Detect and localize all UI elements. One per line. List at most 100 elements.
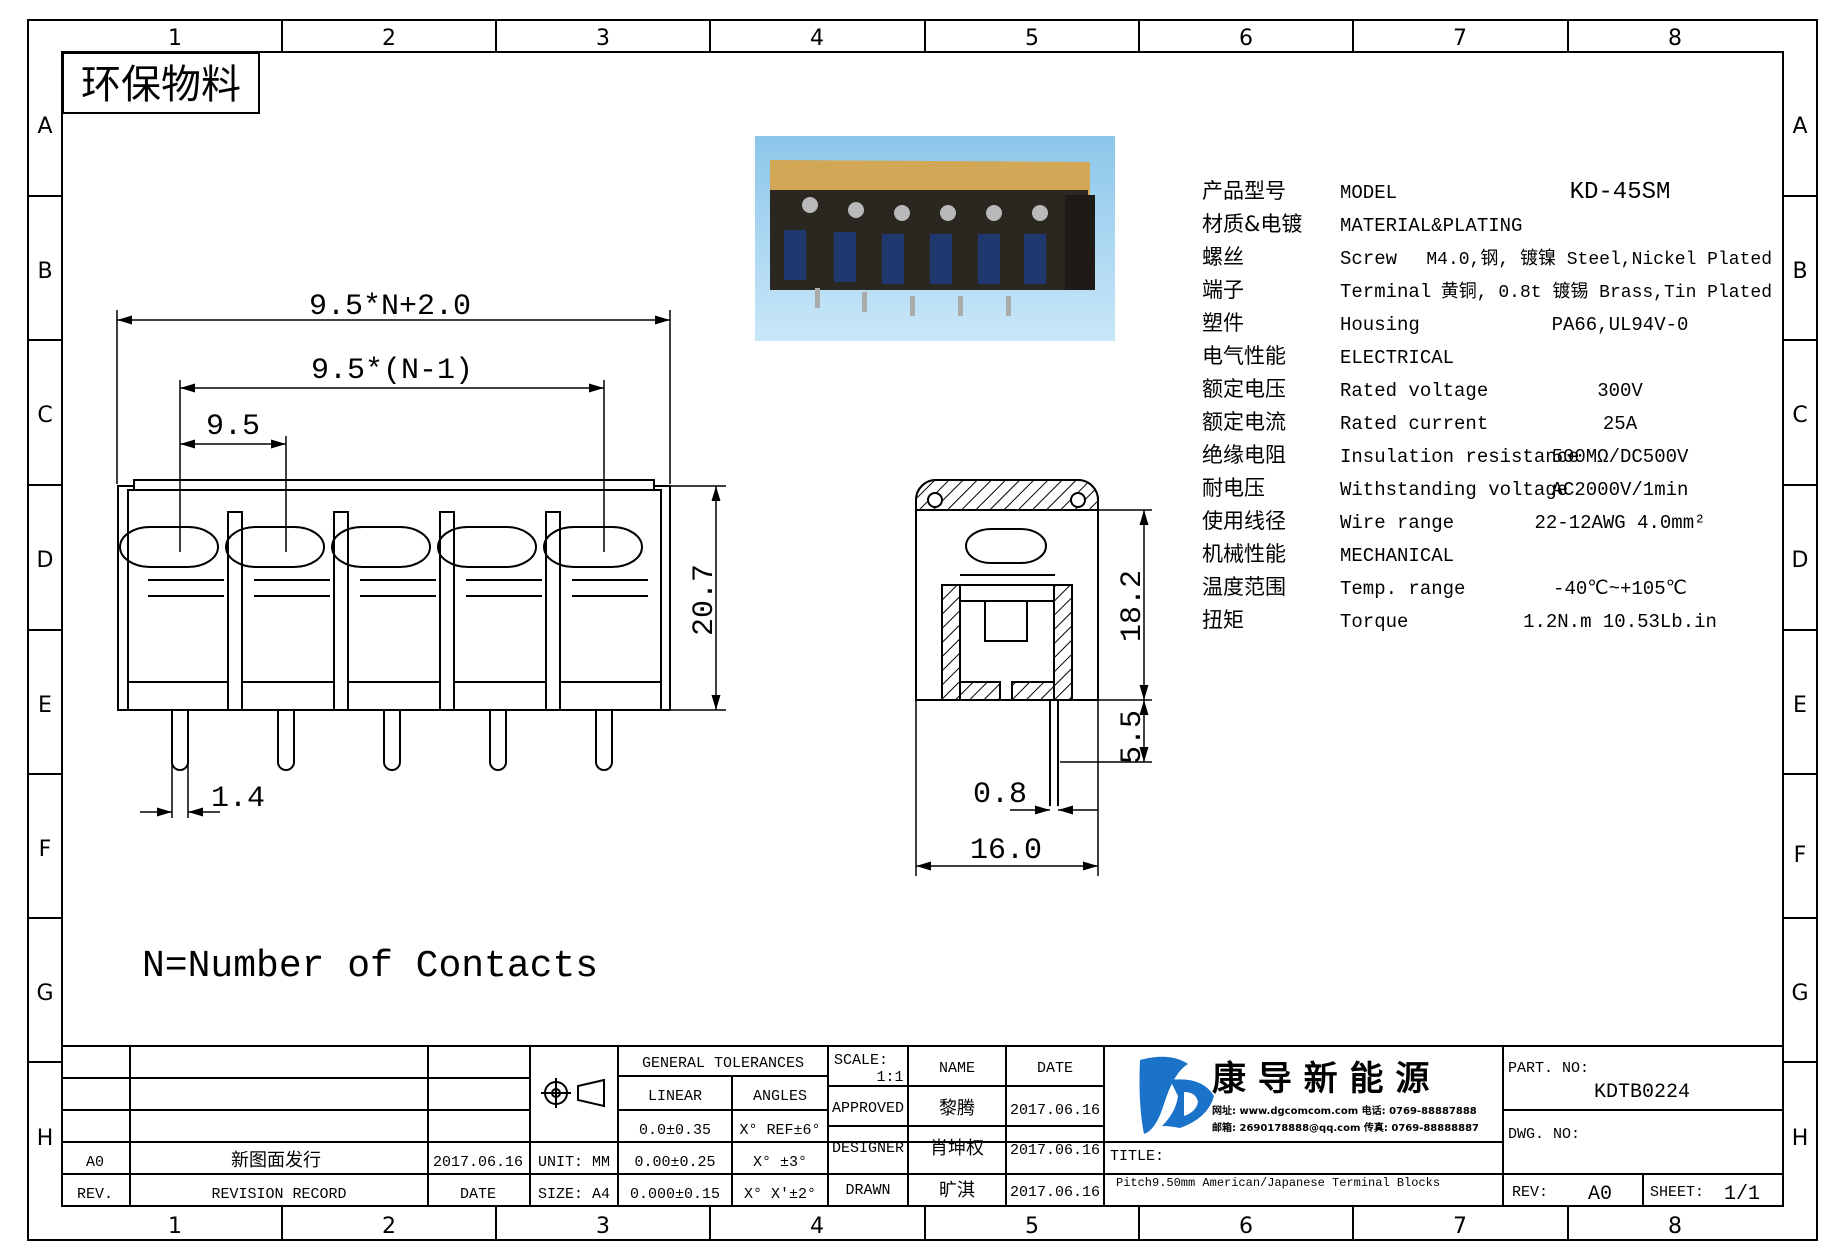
row-label: G [1791, 981, 1808, 1006]
sheet-value: 1/1 [1724, 1183, 1760, 1206]
linear-label: LINEAR [648, 1088, 702, 1105]
spec-cn-label: 扭矩 [1202, 608, 1244, 632]
row-label: C [37, 403, 52, 428]
row-label: D [1792, 548, 1809, 573]
part-no-label: PART. NO: [1508, 1060, 1589, 1077]
col-label: 6 [1239, 1214, 1253, 1239]
spec-en-label: MECHANICAL [1340, 545, 1454, 567]
part-no: KDTB0224 [1594, 1081, 1690, 1104]
rev-value: A0 [1588, 1183, 1612, 1206]
spec-value: 22-12AWG 4.0mm² [1534, 512, 1705, 534]
spec-en-label: Temp. range [1340, 578, 1465, 600]
designer-name: 肖坤权 [930, 1138, 984, 1159]
dim-pitch: 9.5 [206, 410, 260, 444]
dwg-no-label: DWG. NO: [1508, 1126, 1580, 1143]
row-label: C [1792, 403, 1807, 428]
company-contact-2: 邮箱: 2690178888@qq.com 传真: 0769-88888887 [1212, 1121, 1479, 1134]
spec-en-label: Housing [1340, 314, 1420, 336]
unit-label: UNIT: MM [538, 1154, 610, 1171]
row-labels: A B C D E F G H A B C D E F G H [36, 114, 1808, 1151]
spec-en-label: Wire range [1340, 512, 1454, 534]
col-label: 4 [810, 26, 824, 51]
spec-cn-label: 电气性能 [1202, 344, 1286, 368]
col-label: 5 [1025, 1214, 1039, 1239]
grid-ticks [28, 20, 1817, 1240]
spec-value: KD-45SM [1570, 179, 1671, 206]
dim-overall: 9.5*N+2.0 [309, 290, 471, 324]
dim-pin-length: 5.5 [1116, 710, 1150, 764]
tol-linear-3: 0.000±0.15 [630, 1186, 720, 1203]
drawn-label: DRAWN [845, 1182, 890, 1199]
spec-cn-label: 塑件 [1202, 311, 1244, 335]
col-label: 1 [168, 26, 182, 51]
rev-a0: A0 [86, 1154, 104, 1171]
approved-date: 2017.06.16 [1010, 1102, 1100, 1119]
col-label: 7 [1453, 1214, 1467, 1239]
revision-text: 新图面发行 [231, 1150, 321, 1171]
date-header: DATE [1037, 1060, 1073, 1077]
spec-en-label: Withstanding voltage [1340, 479, 1568, 501]
row-label: E [1793, 693, 1807, 718]
company-logo-icon [1139, 1056, 1214, 1134]
row-label: H [37, 1126, 54, 1151]
scale-value: 1:1 [876, 1069, 903, 1086]
spec-value: 500MΩ/DC500V [1552, 446, 1689, 468]
dim-span: 9.5*(N-1) [311, 354, 473, 388]
tol-linear-1: 0.0±0.35 [639, 1122, 711, 1139]
spec-cn-label: 机械性能 [1202, 542, 1286, 566]
scale-label: SCALE: [834, 1052, 888, 1069]
name-header: NAME [939, 1060, 975, 1077]
tol-angle-3: X° X'±2° [744, 1186, 816, 1203]
spec-en-label: MODEL [1340, 182, 1397, 204]
col-label: 3 [596, 26, 610, 51]
eco-badge [62, 52, 260, 114]
spec-cn-label: 温度范围 [1202, 575, 1286, 599]
spec-en-label: MATERIAL&PLATING [1340, 215, 1522, 237]
spec-cn-label: 产品型号 [1202, 179, 1286, 203]
row-label: F [39, 837, 52, 862]
revision-date: 2017.06.16 [433, 1154, 523, 1171]
spec-en-label: Torque [1340, 611, 1408, 633]
designer-date: 2017.06.16 [1010, 1142, 1100, 1159]
rev-label-2: REV: [1512, 1184, 1548, 1201]
front-view [116, 310, 726, 818]
spec-cn-label: 端子 [1202, 278, 1244, 302]
spec-en-label: Insulation resistance [1340, 446, 1579, 468]
title-label: TITLE: [1110, 1148, 1164, 1165]
side-dimensions: 18.2 5.5 0.8 16.0 [970, 570, 1150, 868]
row-label: A [37, 114, 52, 139]
spec-cn-label: 使用线径 [1202, 509, 1286, 533]
approved-name: 黎腾 [939, 1098, 975, 1119]
spec-cn-label: 额定电流 [1202, 410, 1286, 434]
dim-height: 20.7 [688, 564, 722, 636]
spec-en-label: Rated current [1340, 413, 1488, 435]
drawn-date: 2017.06.16 [1010, 1184, 1100, 1201]
contacts-note: N=Number of Contacts [142, 945, 598, 988]
title-text: Pitch9.50mm American/Japanese Terminal B… [1116, 1176, 1440, 1190]
col-label: 4 [810, 1214, 824, 1239]
tol-angle-1: X° REF±6° [739, 1122, 820, 1139]
col-label: 2 [382, 26, 396, 51]
row-label: D [37, 548, 54, 573]
spec-cn-label: 耐电压 [1202, 476, 1265, 500]
product-photo [755, 136, 1115, 341]
designer-label: DESIGNER [832, 1140, 904, 1157]
column-labels: 1 2 3 4 5 6 7 8 1 2 3 4 5 6 7 8 [168, 26, 1682, 1239]
col-label: 6 [1239, 26, 1253, 51]
date-label: DATE [460, 1186, 496, 1203]
rev-label: REV. [77, 1186, 113, 1203]
spec-value: -40℃~+105℃ [1553, 578, 1687, 600]
col-label: 5 [1025, 26, 1039, 51]
spec-cn-label: 材质&电镀 [1202, 212, 1302, 236]
row-label: A [1792, 114, 1807, 139]
eco-badge-text: 环保物料 [81, 62, 241, 108]
revision-record-label: REVISION RECORD [211, 1186, 346, 1203]
col-label: 8 [1668, 26, 1682, 51]
spec-value: AC2000V/1min [1552, 479, 1689, 501]
col-label: 1 [168, 1214, 182, 1239]
col-label: 7 [1453, 26, 1467, 51]
size-label: SIZE: A4 [538, 1186, 610, 1203]
dim-pin-width: 0.8 [973, 778, 1027, 812]
spec-en-label: ELECTRICAL [1340, 347, 1454, 369]
